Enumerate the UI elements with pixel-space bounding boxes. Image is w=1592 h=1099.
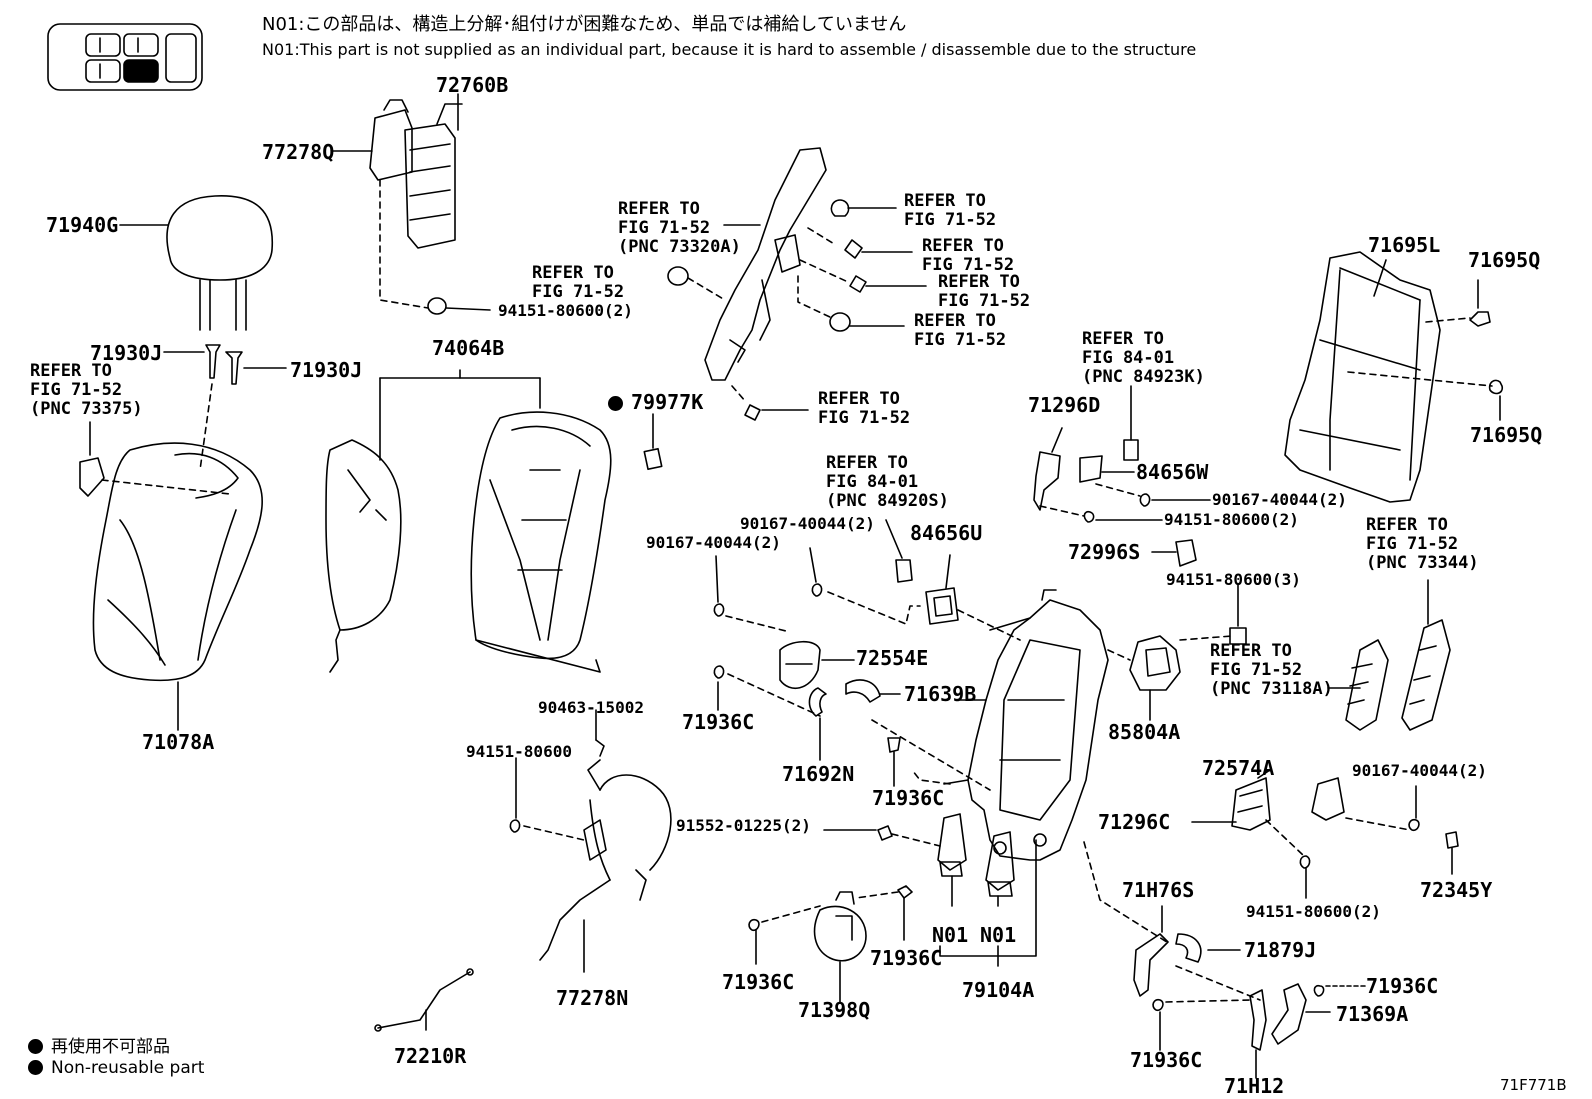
label-refer-84920S: REFER TO FIG 84-01 (PNC 84920S)	[826, 453, 949, 511]
label-refer-73118A: REFER TO FIG 71-52 (PNC 73118A)	[1210, 641, 1333, 699]
label-77278Q: 77278Q	[262, 140, 335, 164]
label-refer-f: REFER TO FIG 71-52	[818, 389, 911, 428]
label-72574A: 72574A	[1202, 756, 1275, 780]
label-90167-40044-2-c: 90167-40044(2)	[646, 533, 781, 552]
label-90167-40044-2-a: 90167-40044(2)	[1212, 490, 1347, 509]
label-94151-80600-2-c: 94151-80600(2)	[1246, 902, 1381, 921]
part-77278N-harness	[539, 759, 672, 961]
label-71639B: 71639B	[904, 682, 977, 706]
label-91552-01225-2: 91552-01225(2)	[676, 816, 811, 835]
legend-en: Non-reusable part	[28, 1058, 204, 1078]
label-71H12: 71H12	[1224, 1074, 1285, 1098]
part-79104A-seatback-frame	[943, 589, 1109, 861]
label-refer-b: REFER TO FIG 71-52	[904, 191, 997, 230]
legend-jp: 再使用不可部品	[28, 1032, 170, 1057]
label-79977K-text: 79977K	[631, 390, 704, 414]
label-refer-a: REFER TO FIG 71-52	[532, 263, 625, 302]
label-84656W: 84656W	[1136, 460, 1209, 484]
non-reusable-dot-icon	[608, 396, 623, 411]
label-71398Q: 71398Q	[798, 998, 871, 1022]
label-71936C-f: 71936C	[1130, 1048, 1203, 1072]
label-71940G: 71940G	[46, 213, 119, 237]
label-72345Y: 72345Y	[1420, 878, 1493, 902]
label-94151-80600-3: 94151-80600(3)	[1166, 570, 1301, 589]
label-71296D: 71296D	[1028, 393, 1101, 417]
figure-id: 71F771B	[1500, 1076, 1567, 1094]
label-refer-73320A: REFER TO FIG 71-52 (PNC 73320A)	[618, 199, 741, 257]
label-71078A: 71078A	[142, 730, 215, 754]
label-94151-80600-2-top: 94151-80600(2)	[498, 301, 633, 320]
label-94151-80600-2-b: 94151-80600(2)	[1164, 510, 1299, 529]
label-71879J: 71879J	[1244, 938, 1317, 962]
label-85804A: 85804A	[1108, 720, 1181, 744]
label-71936C-b: 71936C	[872, 786, 945, 810]
label-72760B: 72760B	[436, 73, 509, 97]
part-71078A-seatback-cover	[92, 442, 263, 682]
legend-en-text: Non-reusable part	[51, 1058, 205, 1078]
label-71930J-b: 71930J	[290, 358, 363, 382]
seatbelt-assembly	[704, 147, 827, 381]
label-71936C-a: 71936C	[682, 710, 755, 734]
label-72210R: 72210R	[394, 1044, 467, 1068]
label-refer-84923K: REFER TO FIG 84-01 (PNC 84923K)	[1082, 329, 1205, 387]
part-72760B-module	[369, 99, 463, 249]
label-90167-40044-2-d: 90167-40044(2)	[1352, 761, 1487, 780]
label-84656U: 84656U	[910, 521, 983, 545]
label-N01-a: N01	[932, 923, 969, 947]
label-72996S: 72996S	[1068, 540, 1141, 564]
label-71296C: 71296C	[1098, 810, 1171, 834]
label-refer-c: REFER TO FIG 71-52	[922, 236, 1015, 275]
label-N01-b: N01	[980, 923, 1017, 947]
label-79977K: 79977K	[608, 392, 703, 412]
label-71936C-d: 71936C	[870, 946, 943, 970]
legend-jp-text: 再使用不可部品	[51, 1037, 170, 1057]
label-71695Q-a: 71695Q	[1468, 248, 1541, 272]
part-71940G-headrest	[166, 195, 274, 331]
note-n01-en: N01:This part is not supplied as an indi…	[262, 40, 1197, 59]
label-71930J-a: 71930J	[90, 341, 163, 365]
label-79104A: 79104A	[962, 978, 1035, 1002]
label-71936C-e: 71936C	[1366, 974, 1439, 998]
label-71H76S: 71H76S	[1122, 878, 1195, 902]
label-71695Q-b: 71695Q	[1470, 423, 1543, 447]
label-refer-d: REFER TO FIG 71-52	[938, 272, 1031, 311]
label-90167-40044-2-b: 90167-40044(2)	[740, 514, 875, 533]
label-71695L: 71695L	[1368, 233, 1441, 257]
label-refer-e: REFER TO FIG 71-52	[914, 311, 1007, 350]
label-94151-80600-single: 94151-80600	[466, 742, 572, 761]
legend-dot-icon	[28, 1039, 43, 1054]
label-71936C-c: 71936C	[722, 970, 795, 994]
note-n01-jp: N01:この部品は、構造上分解･組付けが困難なため、単品では補給していません	[262, 14, 907, 35]
label-72554E: 72554E	[856, 646, 929, 670]
label-71692N: 71692N	[782, 762, 855, 786]
label-90463-15002: 90463-15002	[538, 698, 644, 717]
part-74064B-pad-frame	[470, 411, 612, 673]
label-refer-73375: REFER TO FIG 71-52 (PNC 73375)	[30, 361, 143, 419]
label-refer-73344: REFER TO FIG 71-52 (PNC 73344)	[1366, 515, 1479, 573]
seat-locator-icon	[47, 23, 203, 91]
label-74064B: 74064B	[432, 336, 505, 360]
label-77278N: 77278N	[556, 986, 629, 1010]
legend-dot-icon	[28, 1060, 43, 1075]
label-71369A: 71369A	[1336, 1002, 1409, 1026]
part-71695L-back-board	[1284, 251, 1441, 503]
part-74064B-pad	[325, 439, 402, 673]
